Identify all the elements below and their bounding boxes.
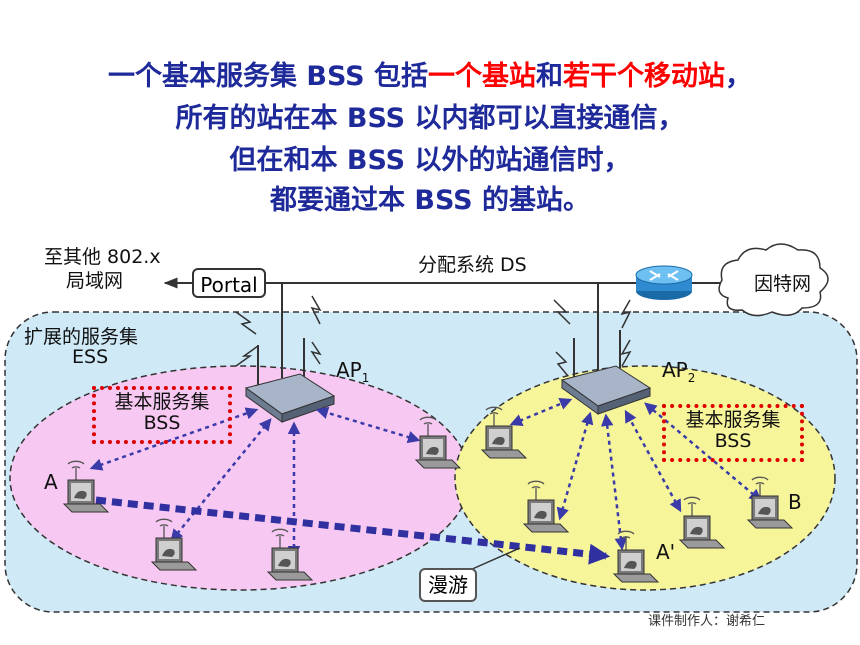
label-to-other-lan: 至其他 802.x	[44, 246, 161, 268]
title-line-3: 但在和本 BSS 以外的站通信时，	[229, 145, 631, 176]
ap2-wireless-links	[509, 398, 762, 551]
bss1-label-line1: 基本服务集	[114, 391, 210, 413]
label-lan: 局域网	[66, 270, 124, 292]
label-ap2: AP2	[662, 358, 696, 385]
title-line-4: 都要通过本 BSS 的基站。	[269, 185, 591, 216]
label-internet: 因特网	[754, 273, 812, 295]
router-icon	[635, 265, 693, 300]
title-text-1c: ，	[725, 61, 753, 92]
access-point-2-icon	[560, 330, 652, 415]
label-station-b: B	[788, 490, 802, 514]
bss2-label-line1: 基本服务集	[685, 409, 781, 431]
internet-cloud-icon	[718, 243, 829, 317]
title-line-1: 一个基本服务集 BSS 包括一个基站和若干个移动站，	[0, 58, 860, 95]
bss1-label-box: 基本服务集 BSS	[92, 386, 232, 444]
label-ap1: AP1	[336, 358, 370, 385]
wireless-symbols	[235, 295, 632, 377]
label-distribution-system: 分配系统 DS	[418, 254, 527, 276]
title-line-2: 所有的站在本 BSS 以内都可以直接通信，	[175, 103, 685, 134]
bss1-label-line2: BSS	[143, 412, 181, 434]
label-ess-title: 扩展的服务集	[24, 326, 139, 348]
label-station-a-prime: A'	[656, 540, 676, 564]
label-station-a: A	[44, 470, 58, 494]
portal-box: Portal	[192, 268, 266, 298]
bss2-label-box: 基本服务集 BSS	[662, 404, 804, 462]
label-ess-abbr: ESS	[72, 346, 109, 368]
roaming-label-box: 漫游	[419, 568, 477, 602]
roaming-callout-line	[469, 547, 521, 571]
footer-credit: 课件制作人：谢希仁	[648, 614, 766, 629]
access-point-1-icon	[244, 338, 336, 423]
bss2-region	[454, 365, 836, 591]
roaming-path	[95, 496, 611, 565]
bss2-label-line2: BSS	[714, 430, 752, 452]
title-text-1b: 和	[536, 61, 564, 92]
title-text-base-station: 一个基站	[428, 61, 537, 92]
bss1-region	[9, 365, 471, 591]
title-text-1a: 一个基本服务集 BSS 包括	[107, 61, 429, 92]
title-text-mobile-stations: 若干个移动站	[563, 61, 726, 92]
